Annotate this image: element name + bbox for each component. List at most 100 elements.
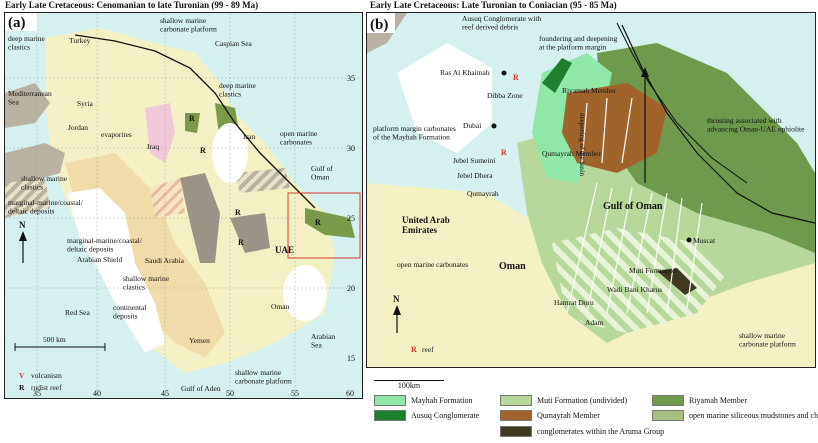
label-jebel-sumeini: Jebel Sumeini	[453, 156, 495, 165]
clastic-band-2	[230, 213, 270, 253]
label-iraq: Iraq	[147, 142, 159, 151]
dot-muscat	[686, 237, 692, 243]
panel-b-letter-bg	[367, 13, 395, 33]
legend-swatch	[652, 410, 684, 421]
label-wadi: Wadi Bani Kharus	[607, 285, 662, 294]
legend-swatch	[500, 410, 532, 421]
reef-symbol-a1: R	[189, 114, 195, 123]
legend-item: conglomerates within the Aruma Group	[500, 426, 664, 437]
uae-inset-box	[287, 192, 361, 259]
lat-tick-a: 35	[347, 74, 355, 83]
graticule	[5, 13, 362, 398]
white-area-oman	[283, 265, 327, 321]
legend-label: conglomerates within the Aruma Group	[537, 427, 665, 436]
legend-item: open marine siliceous mudstones and cher…	[652, 410, 818, 421]
svg-text:N: N	[19, 220, 26, 230]
scale-bar-b: 100km	[374, 376, 444, 390]
white-land-west	[397, 43, 492, 153]
thrust-line-1	[621, 24, 815, 224]
label-jordan: Jordan	[68, 123, 88, 132]
deepening-arrowhead	[641, 67, 649, 77]
lat-tick-a: 15	[347, 354, 355, 363]
legend-label: Mayhah Formation	[411, 396, 473, 405]
legend-swatch	[374, 410, 406, 421]
reef-symbol-b1: R	[513, 73, 519, 82]
label-ras: Ras Al Khaimah	[440, 68, 490, 77]
ausuq-conglomerate-area	[542, 58, 572, 93]
arabian-shield	[67, 188, 165, 353]
label-riyamah: Riyamah Member	[562, 86, 617, 95]
panel-b-title: Early Late Cretaceous: Late Turonian to …	[370, 0, 617, 10]
label-gulf-oman-b: Gulf of Oman	[603, 201, 663, 212]
legend-item: Ausuq Conglomerate	[374, 410, 479, 421]
legend-item: Muti Formation (undivided)	[500, 395, 627, 406]
rudist-reef-label: rudist reef	[31, 383, 62, 392]
lon-tick-a: 45	[161, 389, 169, 398]
volcanism-symbol: V	[19, 371, 25, 380]
label-red-sea: Red Sea	[65, 308, 90, 317]
label-jebel-dhera: Jebel Dhera	[457, 171, 493, 180]
legend-swatch	[500, 395, 532, 406]
reef-symbol-a3: R	[235, 208, 241, 217]
label-muti: Muti Formation	[629, 266, 677, 275]
legend-swatch	[500, 426, 532, 437]
label-qumayrah-member: Qumayrah Member	[542, 149, 601, 158]
svg-text:N: N	[393, 294, 400, 304]
riyamah-olive-band	[597, 43, 815, 253]
legend-item: Riyamah Member	[652, 395, 747, 406]
label-syria: Syria	[77, 99, 94, 108]
legend-swatch	[374, 395, 406, 406]
deep-marine-small	[185, 113, 200, 133]
label-evaporites: evaporites	[101, 130, 132, 139]
legend-label: Qumayrah Member	[537, 411, 600, 420]
label-turkey: Turkey	[69, 36, 91, 45]
volcanism-label: volcanism	[31, 371, 62, 380]
label-hamrat: Hamrat Duru	[554, 298, 594, 307]
shallow-clastics-west	[5, 143, 65, 188]
label-saudi: Saudi Arabia	[145, 256, 185, 265]
north-arrow-b: N	[393, 294, 401, 333]
evaporites-area	[145, 103, 175, 163]
label-reef-b: reef	[422, 345, 434, 354]
legend-item: Qumayrah Member	[500, 410, 600, 421]
shallow-clastics-nw	[5, 83, 50, 128]
label-yemen: Yemen	[189, 336, 210, 345]
label-oman: Oman	[271, 302, 290, 311]
lon-tick-a: 50	[226, 389, 234, 398]
reef-symbol-b2: R	[501, 148, 507, 157]
label-oman-b: Oman	[499, 261, 526, 272]
legend-swatch	[652, 395, 684, 406]
legend-label: Ausuq Conglomerate	[411, 411, 480, 420]
panel-a-letter-bg	[5, 13, 37, 31]
legend-item: Mayhah Formation	[374, 395, 473, 406]
label-dubai: Dubai	[463, 121, 481, 130]
reef-symbol-a2: R	[200, 146, 206, 155]
lon-tick-a: 35	[33, 389, 41, 398]
label-marginal-2: marginal-marine/coastal/deltaic deposits	[67, 236, 143, 253]
label-uae: UAE	[275, 245, 294, 255]
label-deepening: deepening of the basin	[578, 113, 586, 177]
legend-label: Riyamah Member	[689, 396, 747, 405]
lon-tick-a: 55	[291, 389, 299, 398]
scale-label-b: 100km	[397, 381, 421, 390]
panel-a-title: Early Late Cretaceous: Cenomanian to lat…	[5, 0, 259, 10]
thrust-front-a	[74, 34, 316, 209]
aruma-conglomerate	[657, 268, 697, 295]
